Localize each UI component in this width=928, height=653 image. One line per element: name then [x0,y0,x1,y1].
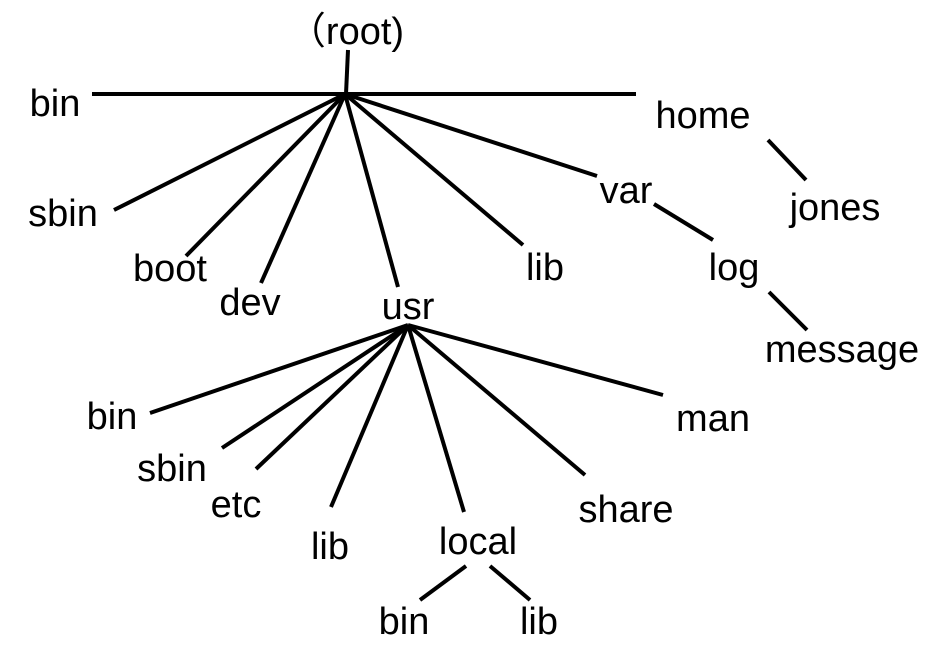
node-local-bin: bin [378,601,430,643]
edge-usr-to-usr-share [406,323,587,477]
edge-root-stem [344,49,350,95]
node-message: message [764,329,920,371]
edge-root-to-boot [184,92,347,258]
edge-var-to-log [652,202,715,242]
node-usr-lib: lib [310,526,350,568]
node-usr-sbin: sbin [137,448,207,490]
node-sbin: sbin [28,193,98,235]
edge-home-to-jones [766,138,808,182]
node-log: log [708,247,760,289]
node-home: home [655,95,751,137]
edge-usr-to-usr-etc [254,323,410,471]
edge-root-to-sbin1 [113,92,346,212]
node-boot: boot [133,248,207,290]
node-bin: bin [29,83,81,125]
node-usr-bin: bin [86,396,138,438]
node-jones: jones [789,187,881,229]
edge-usr-to-usr-bin [149,323,409,415]
node-usr-man: man [676,398,750,440]
node-var: var [599,170,653,212]
node-usr-local: local [438,521,518,563]
node-usr-share: share [578,489,674,531]
edge-root-to-dev [259,93,347,284]
node-usr-etc: etc [210,484,262,526]
edge-root-to-lib1 [343,92,525,247]
node-root: （root) [287,11,405,53]
edge-usr-to-usr-local [406,324,466,513]
edge-log-to-message [767,290,809,332]
edge-root-to-var [344,92,598,178]
edge-usr-to-usr-sbin [220,323,410,450]
edge-usr-local-to-local-bin [418,564,468,602]
node-dev: dev [219,282,281,324]
edge-usr-to-usr-lib [329,324,410,508]
edge-usr-local-to-local-lib [488,564,532,602]
edge-root-to-usr [343,93,400,288]
node-lib: lib [525,247,565,289]
node-local-lib: lib [519,601,559,643]
edge-usr-to-usr-man [407,323,664,397]
node-usr: usr [381,286,435,328]
